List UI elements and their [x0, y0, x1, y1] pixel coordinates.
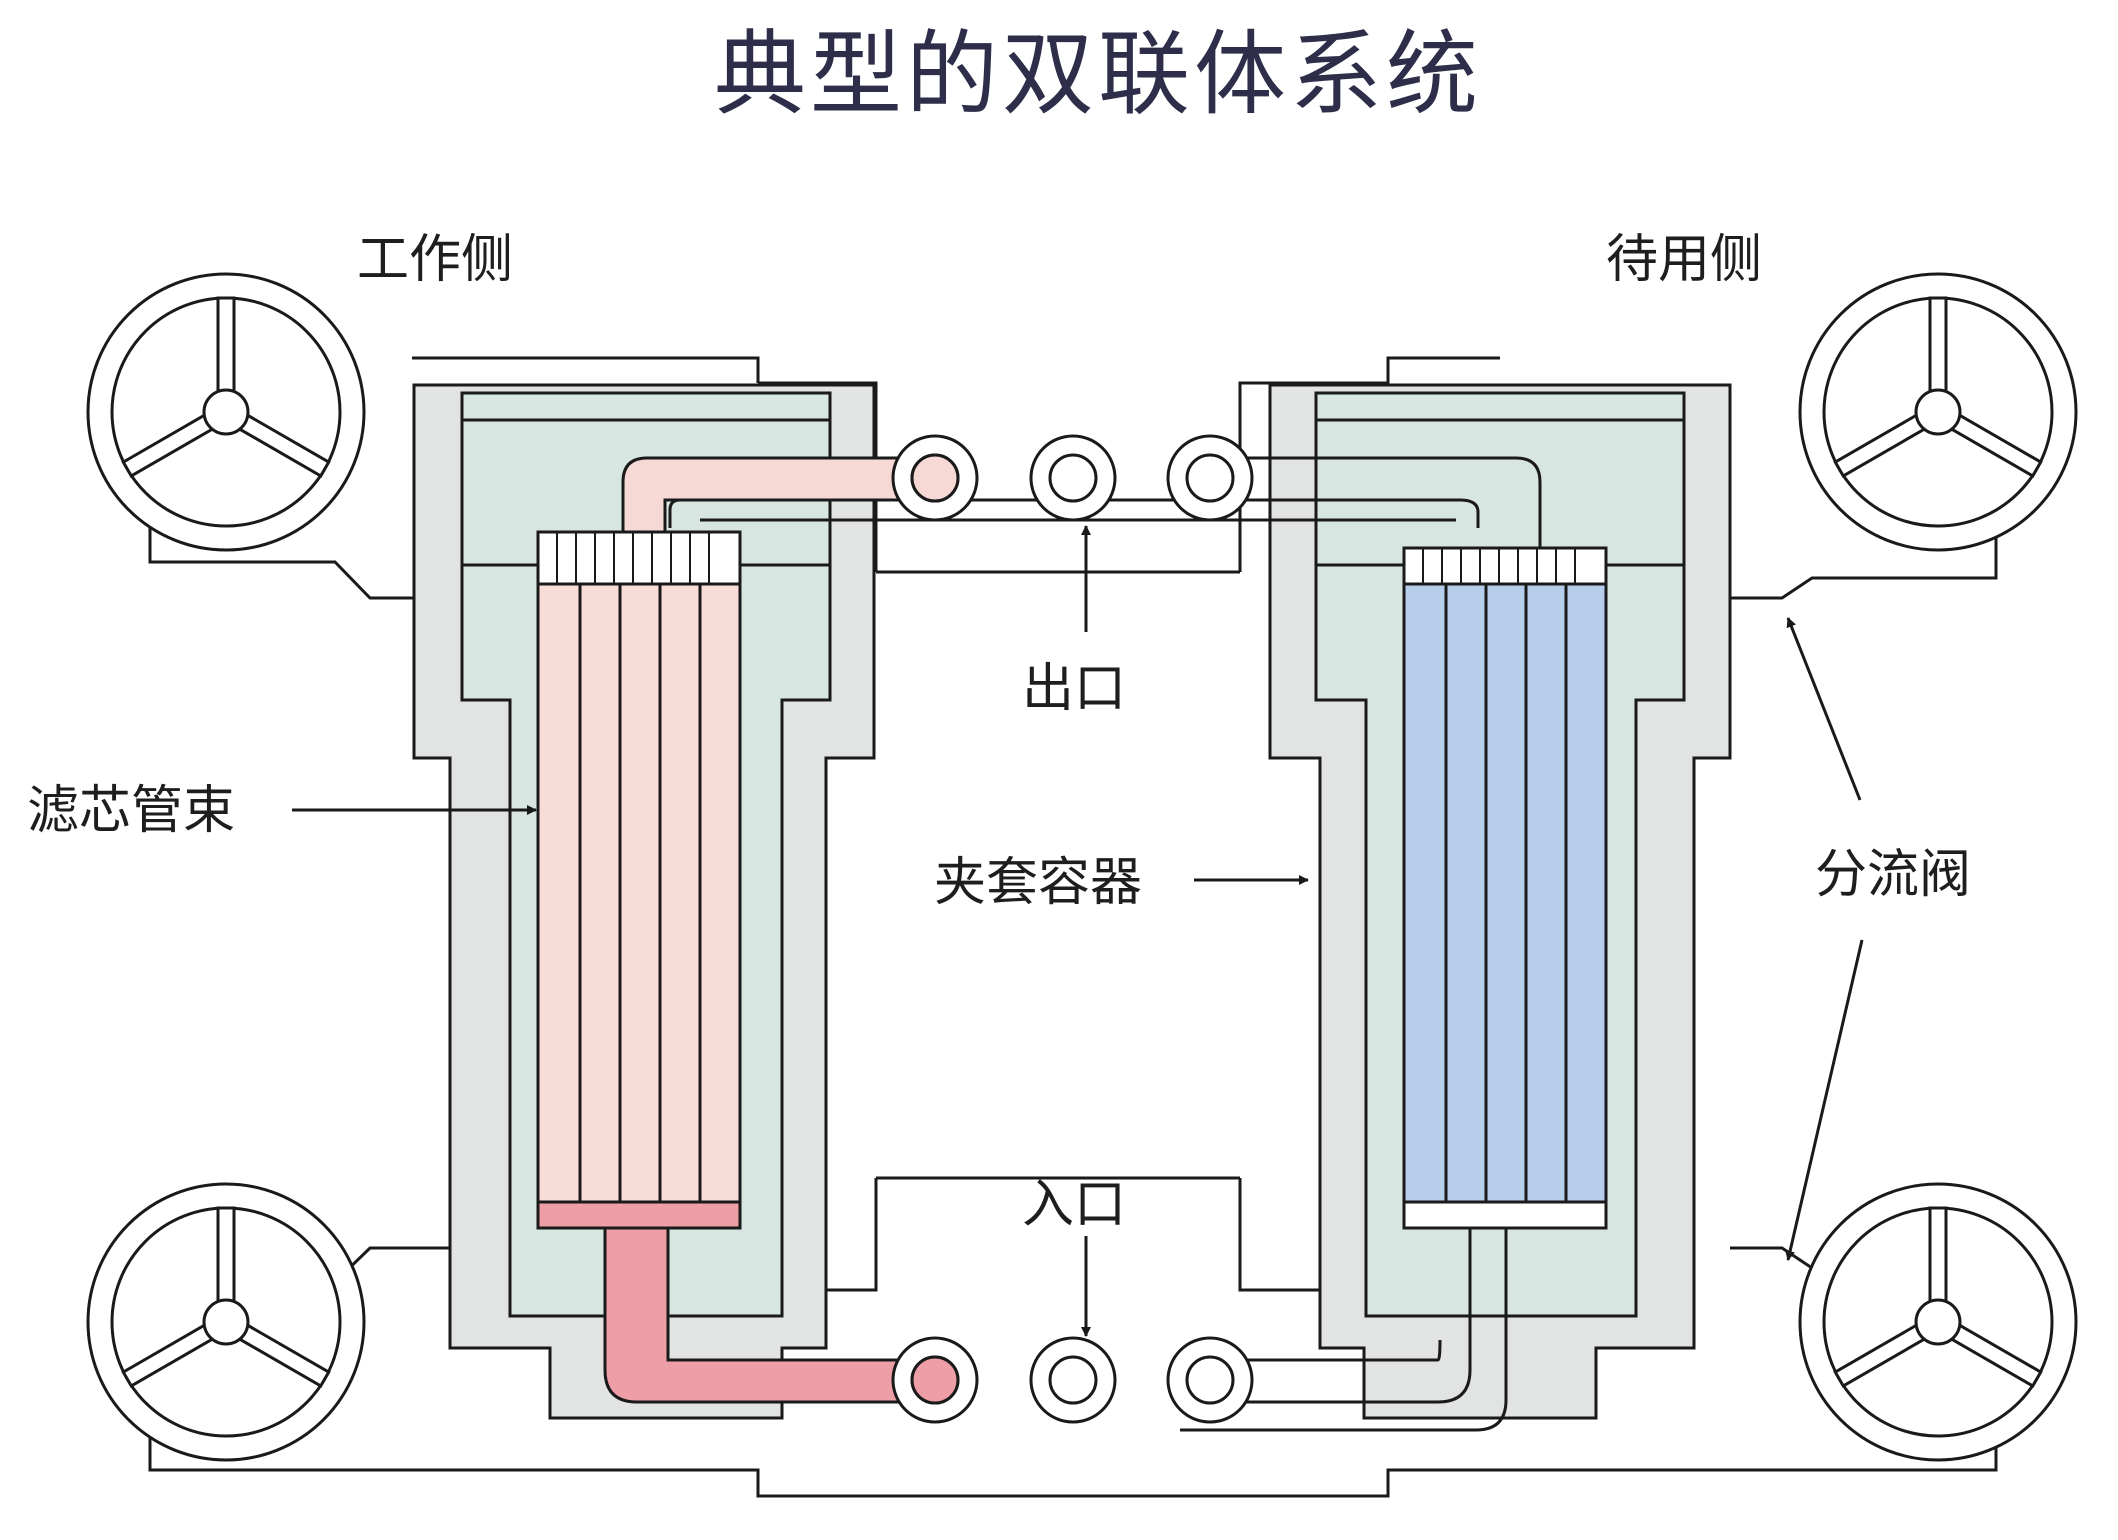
- handwheel-icon: [1798, 1182, 2078, 1462]
- pipe-ring-icon: [1029, 434, 1117, 522]
- pipe-ring-icon: [1166, 1336, 1254, 1424]
- filter-bundle-label: 滤芯管束: [27, 781, 235, 841]
- working-side-label: 工作侧: [357, 230, 513, 290]
- inlet-label: 入口: [1022, 1175, 1126, 1235]
- diverter-valve-label: 分流阀: [1815, 845, 1971, 905]
- handwheel-icon: [86, 272, 366, 552]
- arrow-icon: [1785, 939, 1864, 1261]
- outlet-pipe-rings: [891, 434, 1254, 522]
- page-title: 典型的双联体系统: [714, 21, 1482, 128]
- right-filter-bundle: [1402, 546, 1608, 1230]
- outlet-label: 出口: [1022, 659, 1126, 719]
- handwheel-icon: [86, 1182, 366, 1462]
- inlet-pipe-rings: [891, 1336, 1254, 1424]
- arrow-icon: [1786, 617, 1862, 801]
- standby-side-label: 待用侧: [1606, 230, 1762, 290]
- left-filter-bundle: [536, 530, 742, 1230]
- inlet-pipe-standby: [1180, 1228, 1508, 1432]
- handwheel-icon: [1798, 272, 2078, 552]
- pipe-ring-icon: [1166, 434, 1254, 522]
- pipe-ring-icon: [1029, 1336, 1117, 1424]
- jacket-vessel-label: 夹套容器: [934, 853, 1142, 913]
